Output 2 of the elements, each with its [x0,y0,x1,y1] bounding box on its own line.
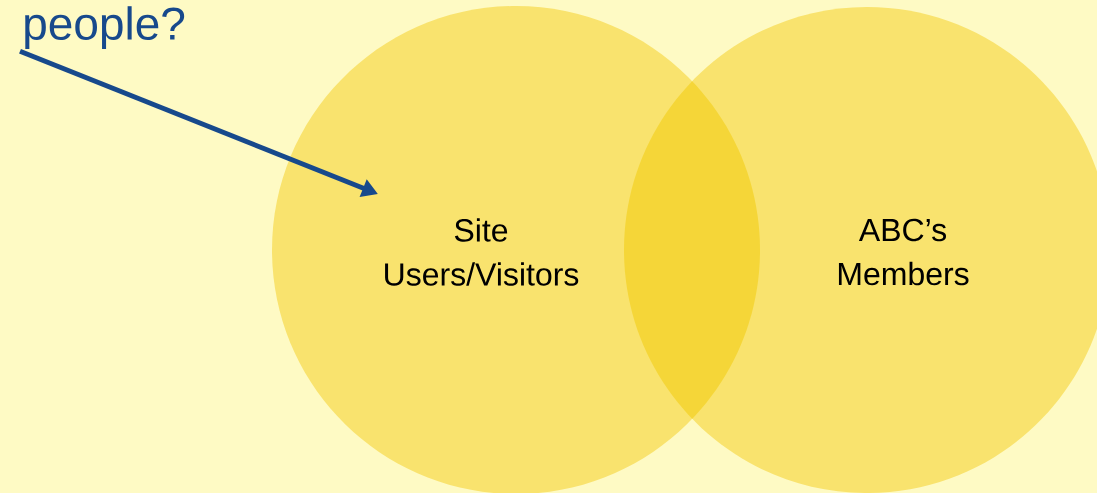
node-label: ABC’s Members [838,218,969,286]
question-text: people? [25,6,185,50]
